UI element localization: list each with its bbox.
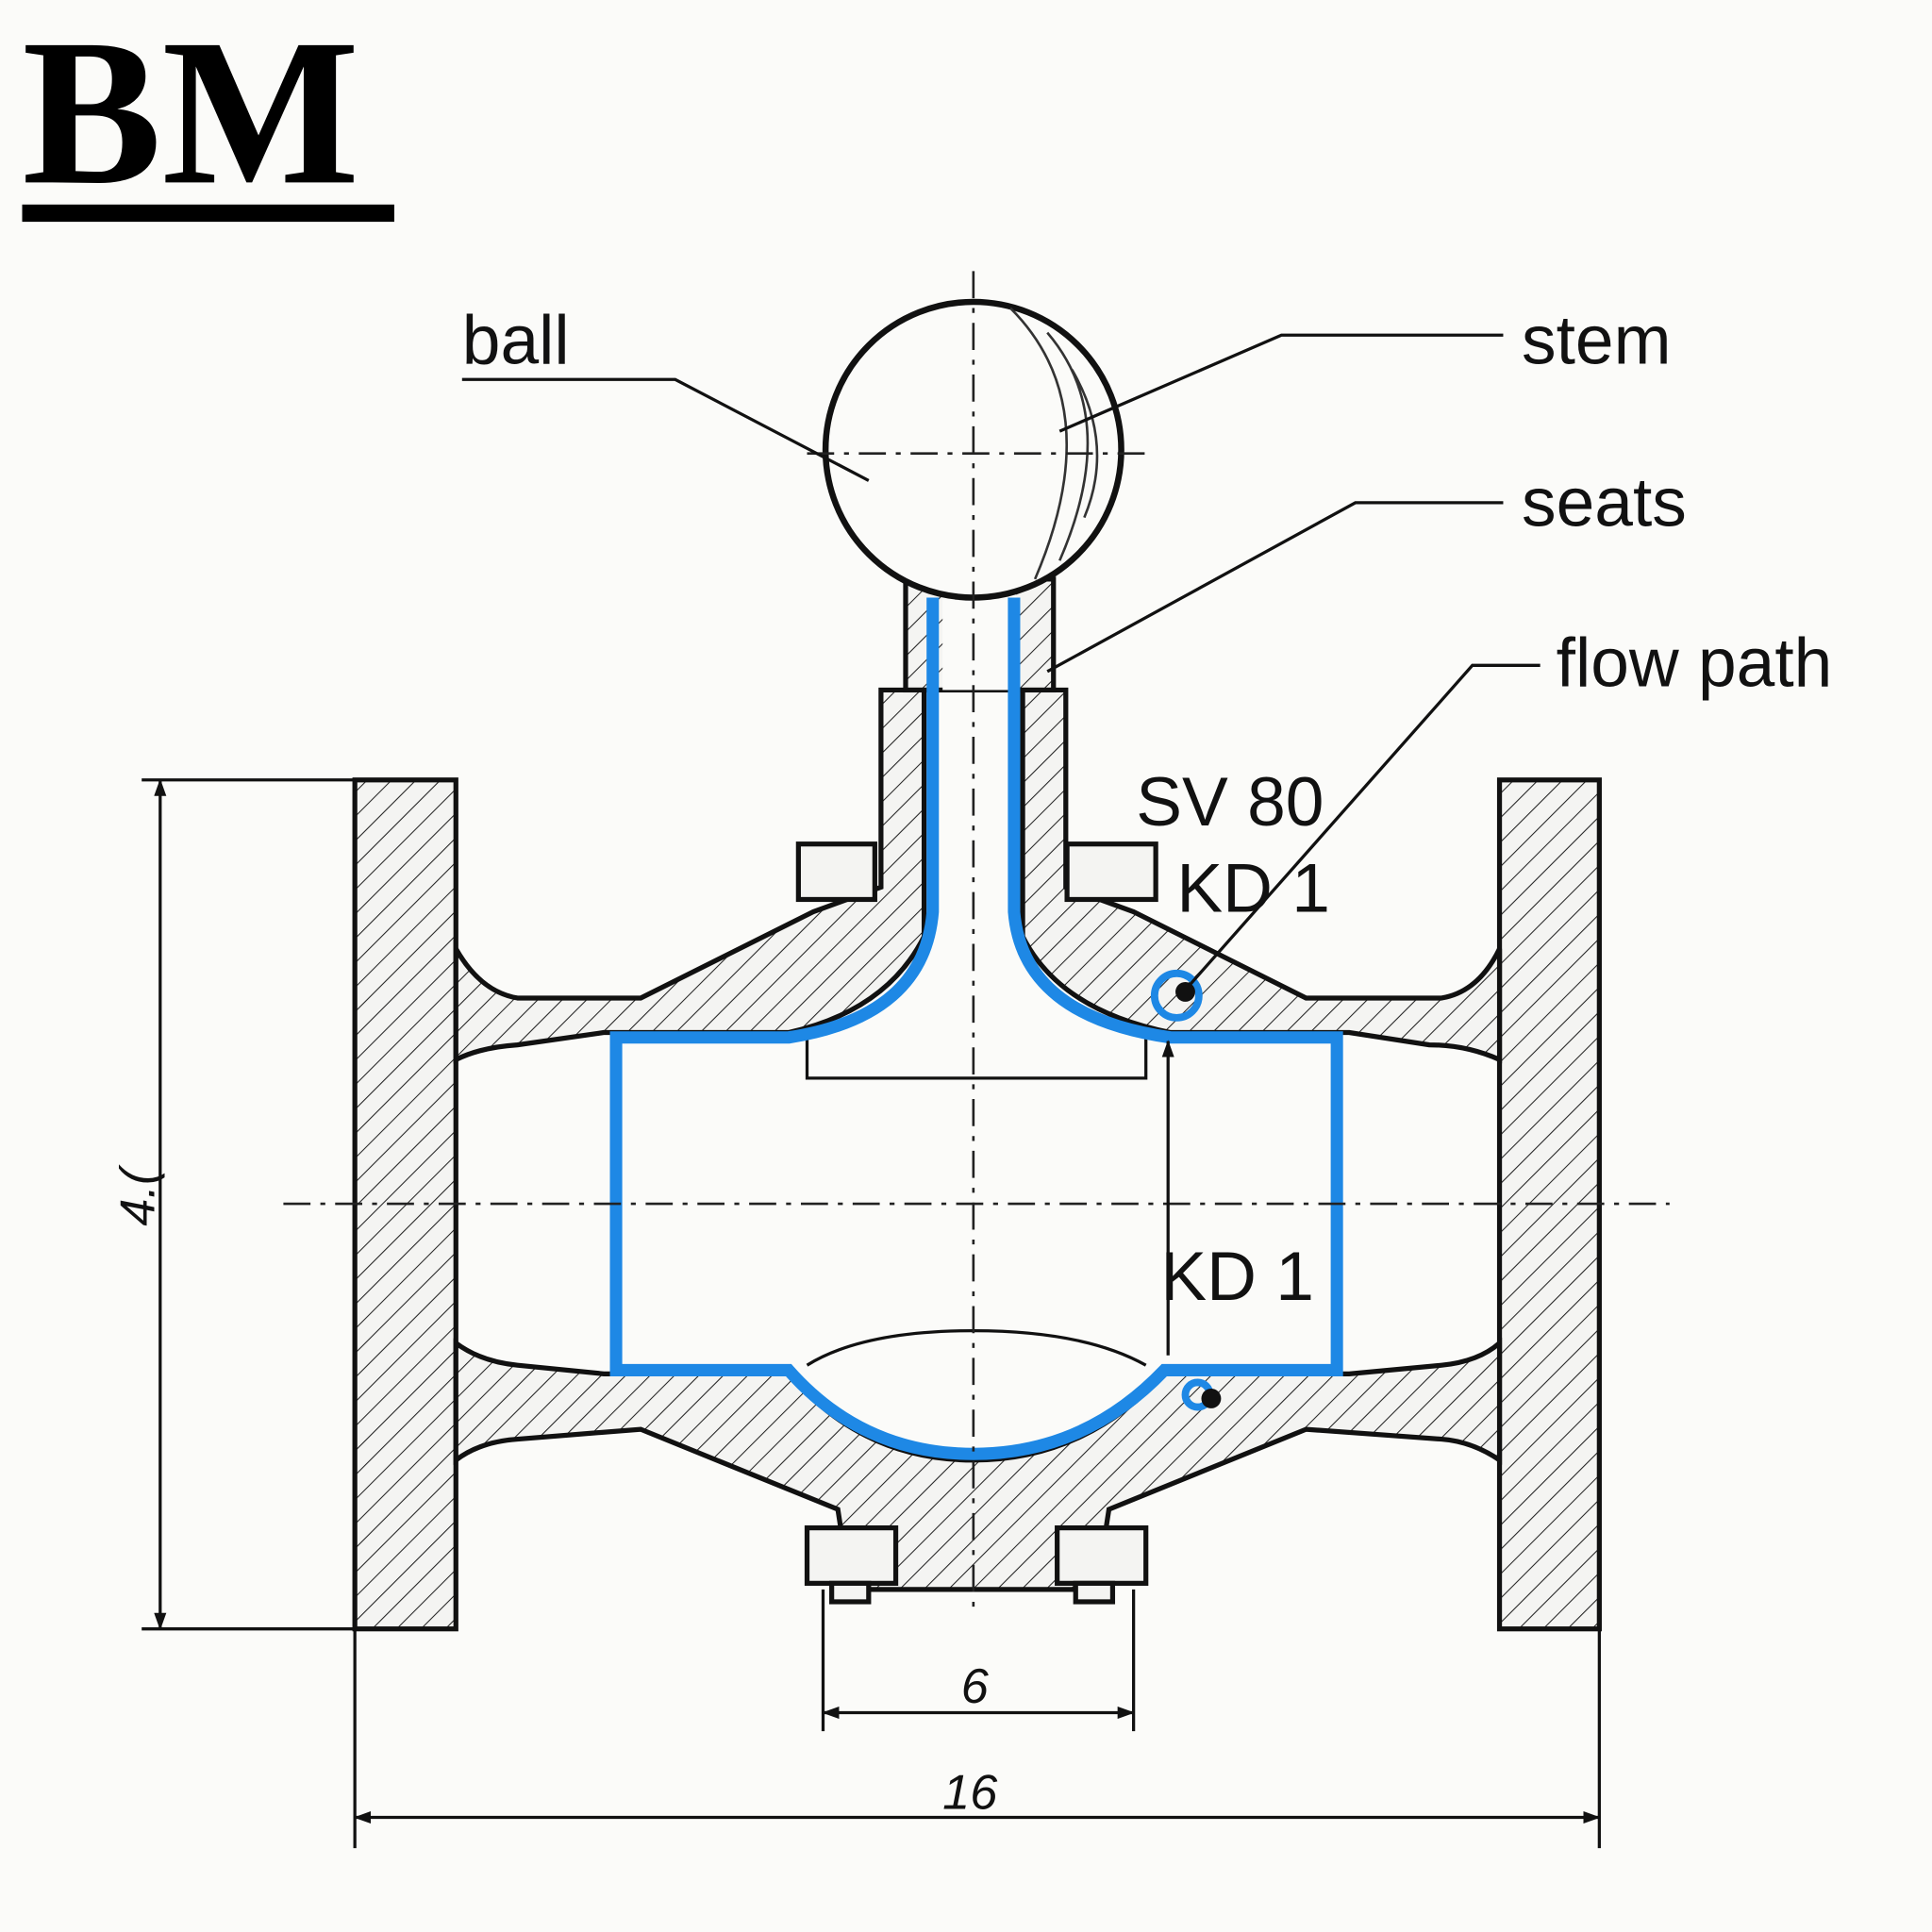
bolt-icon xyxy=(795,841,877,903)
bolt-icon xyxy=(1073,1580,1116,1605)
label-flow-path: flow path xyxy=(1557,625,1833,702)
label-sv80: SV 80 xyxy=(1136,764,1324,841)
dim-overall-length: 16 xyxy=(942,1765,998,1820)
bolt-icon xyxy=(1055,1524,1149,1586)
label-ball: ball xyxy=(462,302,570,378)
leader-lines xyxy=(461,333,1541,1356)
label-stem: stem xyxy=(1522,302,1671,378)
lower-cavity xyxy=(806,1328,1147,1367)
bolt-icon xyxy=(829,1580,872,1605)
body-upper xyxy=(453,687,1503,1064)
logo-underline xyxy=(22,204,394,223)
label-kd-upper: KD 1 xyxy=(1176,851,1330,927)
centerlines xyxy=(283,271,1670,1615)
label-kd-lower: KD 1 xyxy=(1160,1239,1314,1315)
dim-bolt-spacing: 6 xyxy=(961,1659,990,1714)
upper-cavity xyxy=(805,1032,1148,1080)
label-seats: seats xyxy=(1522,465,1687,541)
body-lower xyxy=(453,1337,1503,1592)
logo-text: BM xyxy=(23,0,360,228)
bolts xyxy=(795,841,1158,1605)
bolt-icon xyxy=(804,1524,899,1586)
dimension-lines xyxy=(142,778,1601,1849)
dim-height: 4.( xyxy=(110,1164,165,1226)
bm-logo: BM xyxy=(22,0,394,228)
bolt-icon xyxy=(1064,841,1158,903)
